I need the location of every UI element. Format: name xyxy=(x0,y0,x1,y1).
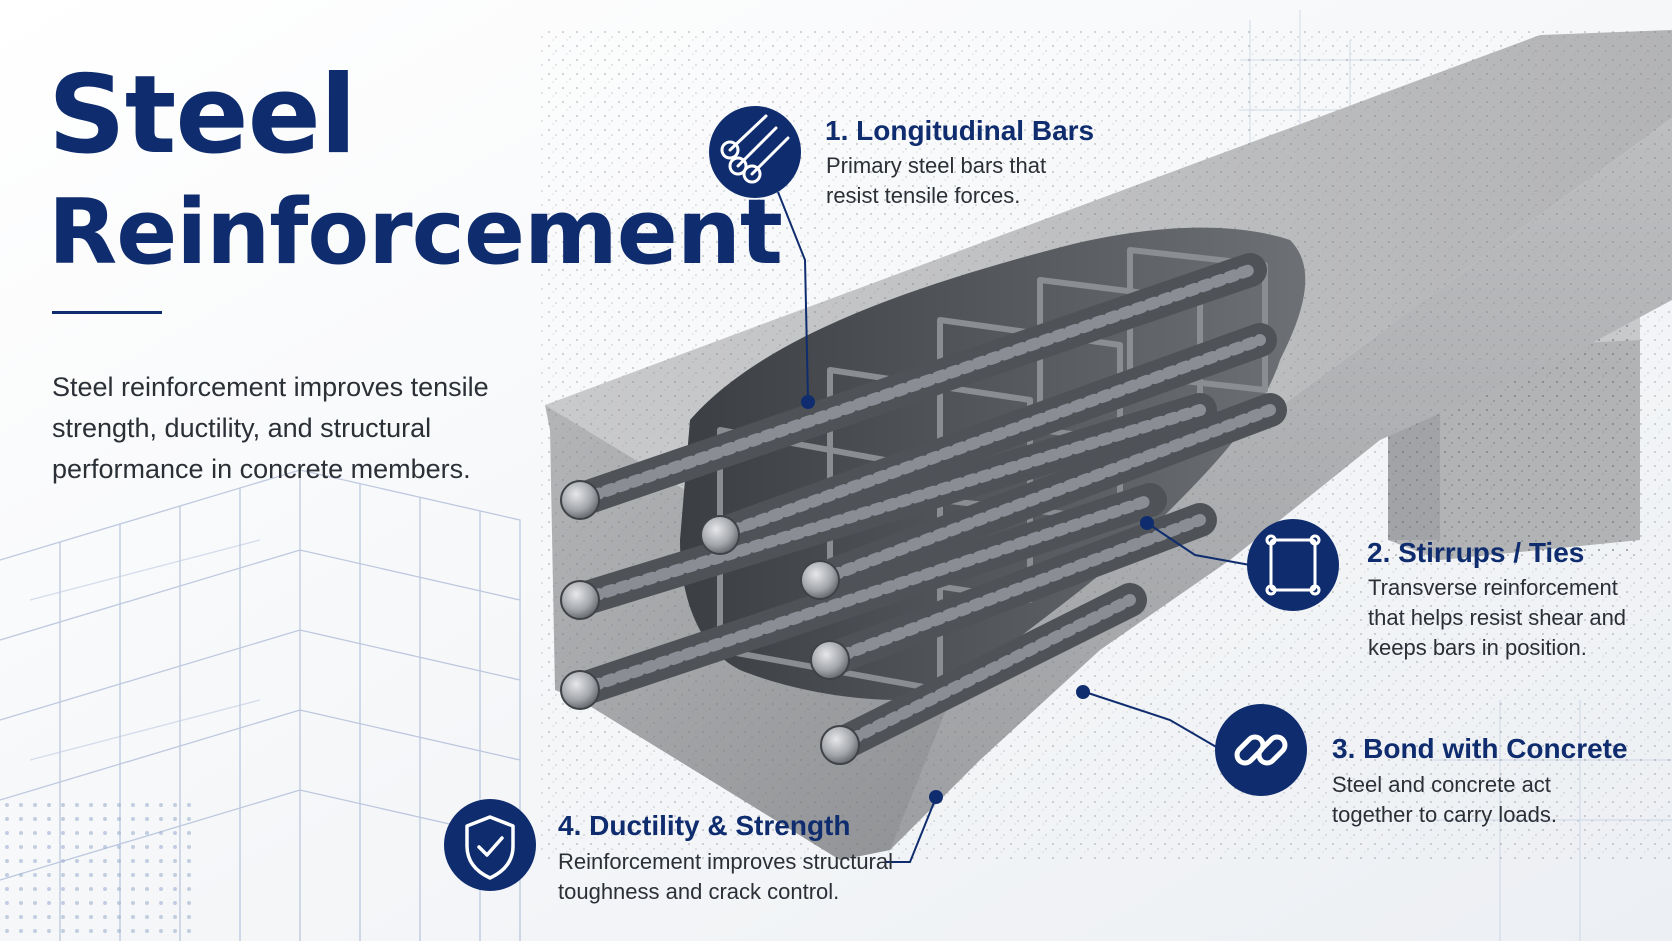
leader-line-3 xyxy=(1084,691,1219,749)
badge-bond-concrete xyxy=(1215,704,1307,796)
callout-1-description: Primary steel bars that resist tensile f… xyxy=(826,153,1047,208)
callout-3-description: Steel and concrete act together to carry… xyxy=(1332,772,1558,827)
callout-4-description: Reinforcement improves structural toughn… xyxy=(558,849,894,904)
callout-3-title: 3. Bond with Concrete xyxy=(1332,733,1628,764)
bar-end-faces xyxy=(560,480,860,765)
leader-lines xyxy=(777,191,1251,863)
callout-4-title: 4. Ductility & Strength xyxy=(558,810,851,841)
page-title-line-1: Steel xyxy=(48,53,357,178)
stirrup-frame-icon xyxy=(1265,534,1321,596)
leader-line-4 xyxy=(886,799,936,863)
title-divider xyxy=(52,311,162,314)
callout-1-title: 1. Longitudinal Bars xyxy=(825,115,1095,146)
shield-check-icon xyxy=(465,815,515,880)
callout-2-title: 2. Stirrups / Ties xyxy=(1367,537,1585,568)
rebar-bundle-icon xyxy=(720,114,790,184)
badge-stirrups-ties xyxy=(1247,519,1339,611)
callout-2-description: Transverse reinforcement that helps resi… xyxy=(1368,575,1627,660)
badge-longitudinal-bars xyxy=(709,106,801,198)
chain-link-icon xyxy=(1234,734,1288,766)
page-title-line-2: Reinforcement xyxy=(48,180,783,285)
badge-ductility-strength xyxy=(444,799,536,891)
leader-line-2 xyxy=(1149,524,1251,566)
longitudinal-bars xyxy=(563,253,1287,762)
building-wireframe-graphic xyxy=(0,469,521,941)
intro-text: Steel reinforcement improves tensile str… xyxy=(52,372,489,484)
leader-line-1 xyxy=(777,191,809,401)
dot-pattern xyxy=(0,800,200,941)
